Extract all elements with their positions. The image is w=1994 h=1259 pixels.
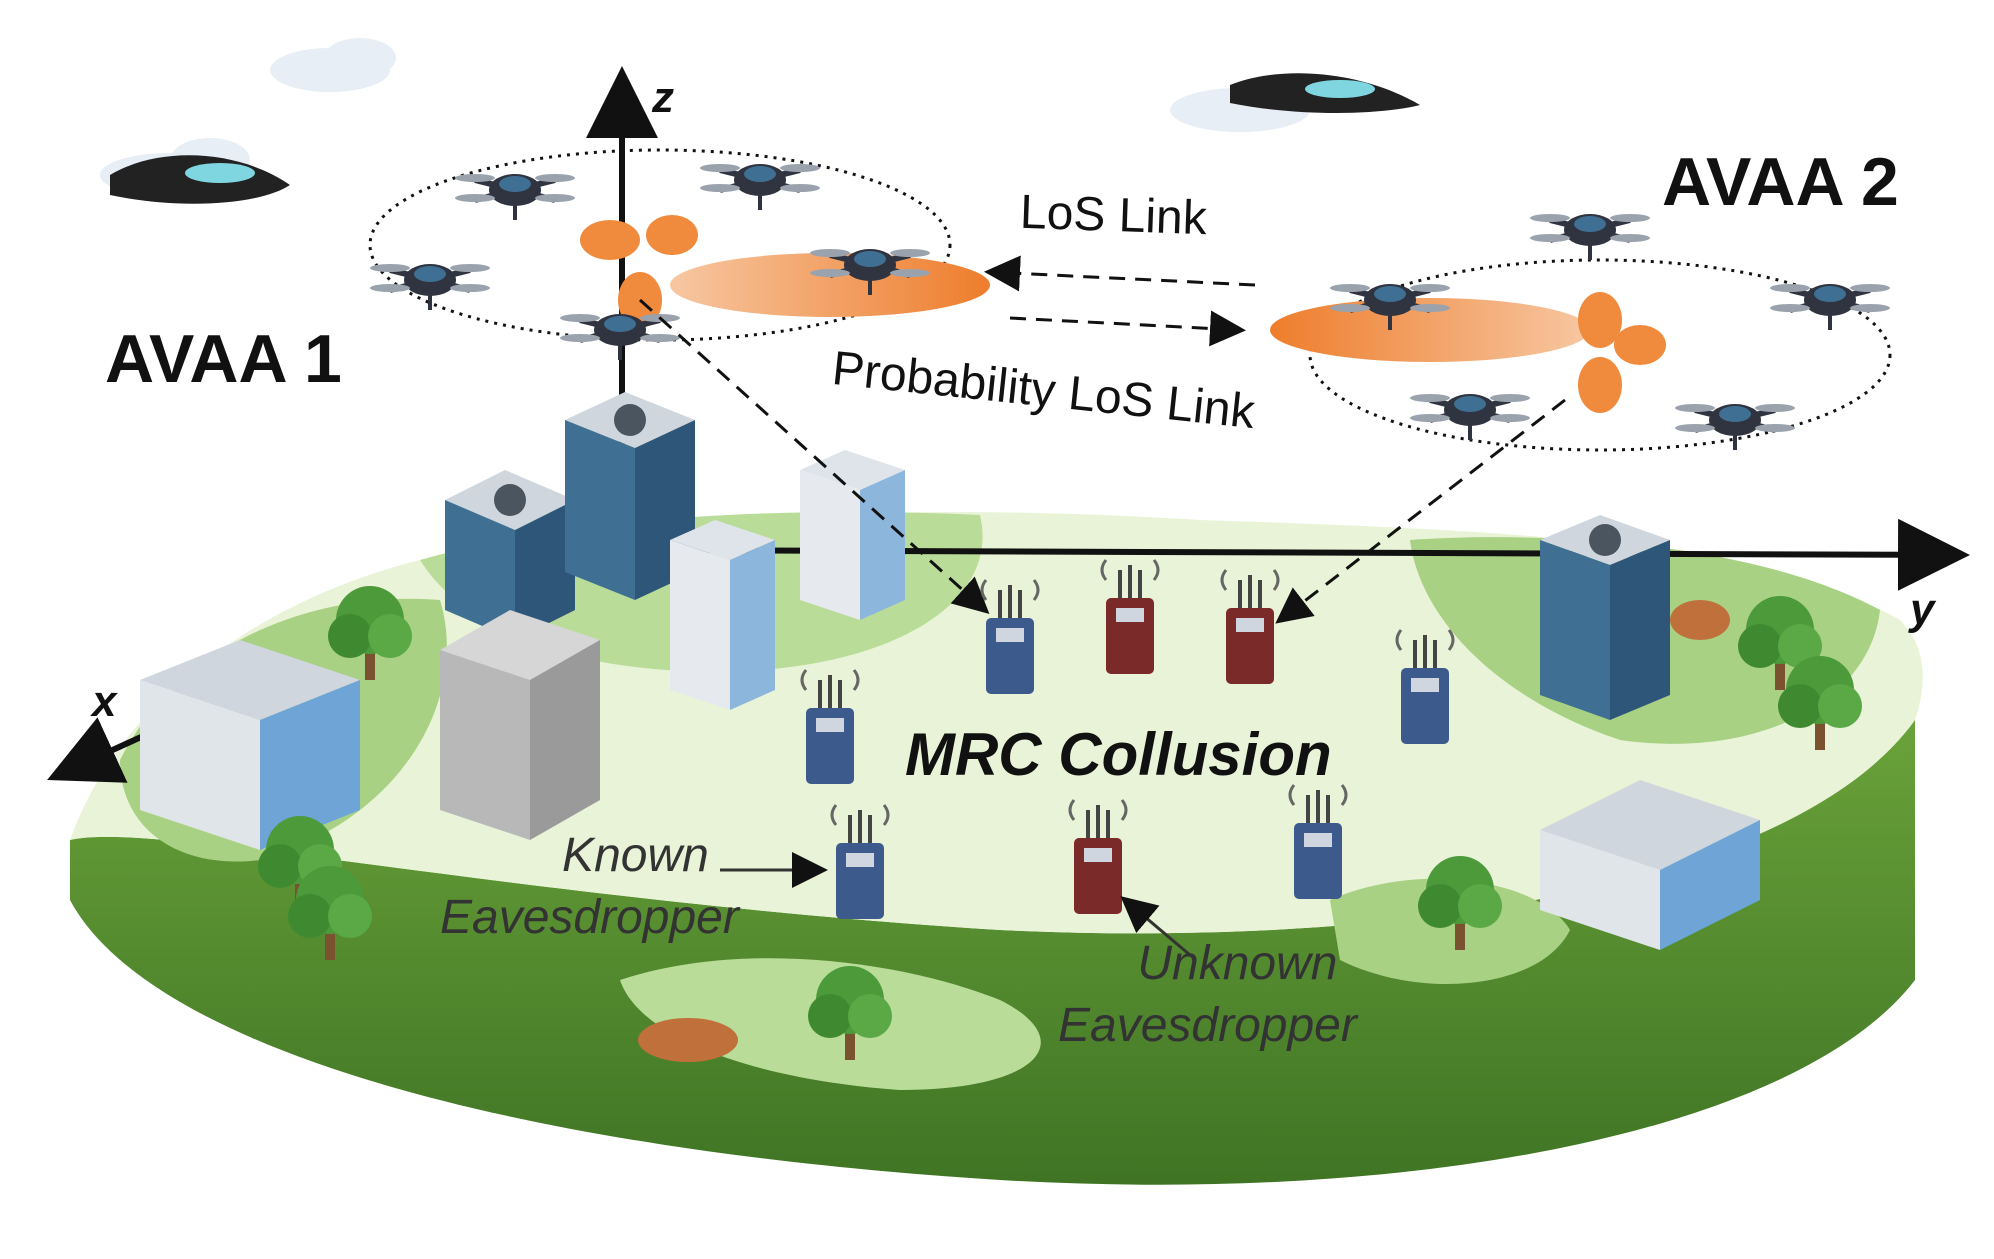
unknown-eve-line2: Eavesdropper [1058, 999, 1357, 1052]
drone [370, 264, 490, 310]
drone [455, 174, 575, 220]
prob-los-link-arrow [1009, 310, 1246, 347]
y-axis-label: y [1910, 585, 1935, 634]
z-axis-label: z [652, 73, 674, 122]
beam-avaa2 [1270, 292, 1666, 413]
unknown-eve-pointer [1120, 896, 1191, 957]
avaa1-label: AVAA 1 [105, 321, 342, 397]
building-tall-right [1540, 515, 1670, 720]
avaa2-ring [1308, 258, 1892, 452]
building-lowrise-right [1540, 780, 1760, 950]
known-eavesdropper-label: Known Eavesdropper [440, 832, 739, 942]
island-side [70, 720, 1915, 1185]
rock [638, 1018, 738, 1062]
drone [1675, 404, 1795, 450]
building-white-1 [800, 450, 905, 620]
building-grey-striped [440, 610, 600, 840]
building-white-2 [670, 520, 775, 710]
mrc-collusion-label: MRC Collusion [905, 721, 1332, 788]
rock [1670, 600, 1730, 640]
building-tall-1 [445, 470, 575, 640]
x-axis-label: x [92, 677, 117, 726]
unknown-eavesdropper-label: Unknown Eavesdropper [1058, 940, 1357, 1050]
avaa2-label: AVAA 2 [1662, 144, 1899, 220]
known-eve-line2: Eavesdropper [440, 891, 739, 944]
drone [1770, 284, 1890, 330]
evtol-aircraft [110, 155, 290, 204]
los-link-label: LoS Link [1019, 185, 1208, 246]
drone [1410, 394, 1530, 440]
unknown-eve-line1: Unknown [1137, 937, 1338, 990]
cloud [270, 38, 396, 92]
drone [700, 164, 820, 210]
avaa1-ring [368, 148, 952, 342]
known-eve-line1: Known [562, 829, 709, 882]
grass-patch [1330, 878, 1570, 984]
los-link-arrow [984, 255, 1256, 292]
evtol-aircraft [1230, 73, 1420, 113]
drone [1530, 214, 1650, 260]
building-lowrise-left [140, 640, 360, 850]
leak-link [1275, 398, 1566, 624]
